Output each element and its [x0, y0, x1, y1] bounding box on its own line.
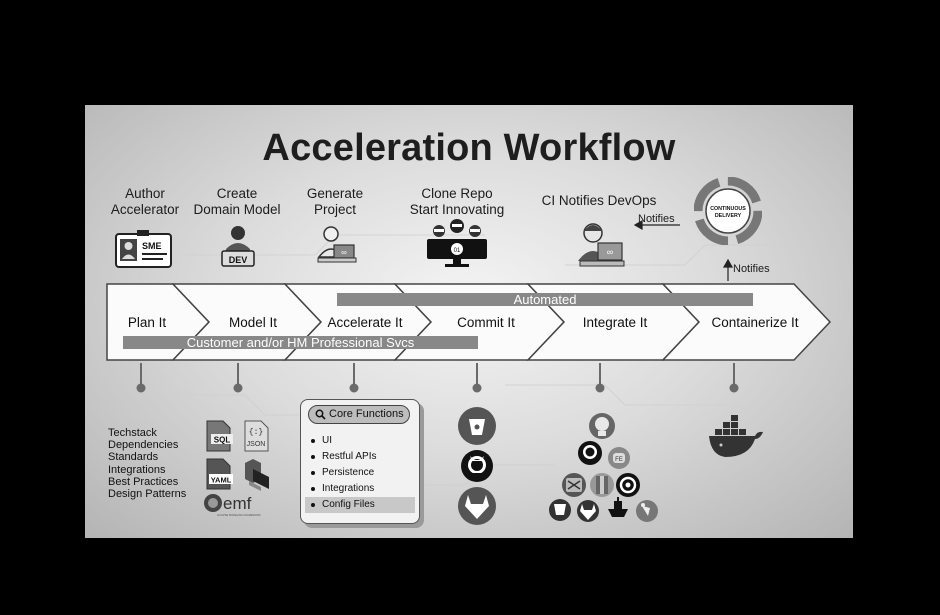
list-item: Best Practices — [108, 475, 179, 488]
core-functions-header: Core Functions — [308, 405, 410, 424]
github-icon — [461, 450, 493, 482]
step-label-ci: CI Notifies DevOps — [541, 193, 657, 208]
jenkins-x-icon: FE — [608, 447, 630, 469]
list-item: Integrations — [301, 481, 419, 497]
svg-text:FE: FE — [615, 457, 623, 463]
connector-dot — [729, 383, 739, 393]
svg-text:∞: ∞ — [607, 247, 613, 257]
svg-text:∞: ∞ — [341, 248, 347, 257]
ship-icon — [608, 497, 628, 517]
sme-badge-icon: SME — [115, 230, 172, 268]
core-functions-box: Core Functions UI Restful APIs Persisten… — [300, 399, 420, 524]
svg-text:CONTINUOUS: CONTINUOUS — [710, 206, 746, 212]
step-label-generate: Generate Project — [306, 186, 364, 217]
emf-logo-icon: emf ECLIPSE MODELING FRAMEWORK — [204, 494, 261, 517]
svg-text:{:}: {:} — [249, 428, 263, 437]
list-item: UI — [301, 433, 419, 449]
jenkins-icon — [589, 413, 615, 439]
gitlab-icon — [458, 487, 496, 525]
core-functions-list: UI Restful APIs Persistence Integrations… — [301, 433, 419, 513]
github-actions-icon — [578, 441, 602, 465]
list-item: Techstack — [108, 427, 157, 439]
developer-laptop-icon: ∞ — [317, 226, 357, 263]
chevron-label-containerize: Containerize It — [711, 315, 799, 330]
list-item: Persistence — [301, 465, 419, 481]
chevron-label-integrate: Integrate It — [582, 315, 648, 330]
model-format-icons: SQL {:} JSON YAML emf ECLIPSE MODELING F… — [204, 420, 269, 517]
svg-text:DELIVERY: DELIVERY — [715, 213, 742, 219]
docker-icon — [709, 415, 763, 457]
sql-file-icon: SQL — [206, 420, 233, 452]
svg-text:emf: emf — [223, 494, 252, 513]
connector-dot — [233, 383, 243, 393]
bitbucket-icon — [458, 407, 496, 445]
step-label-clone: Clone Repo Start Innovating — [409, 186, 505, 217]
connector-dot — [472, 383, 482, 393]
spinnaker-icon — [636, 500, 658, 522]
notifies-label-left: Notifies — [638, 213, 675, 225]
svg-text:JSON: JSON — [247, 441, 266, 448]
uml-icon — [245, 459, 269, 491]
list-item: Dependencies — [108, 439, 179, 452]
repo-icons — [458, 407, 496, 525]
devops-engineer-icon: ∞ — [578, 223, 625, 267]
search-icon — [315, 409, 326, 420]
automated-bar: Automated — [337, 293, 753, 306]
step-label-author: Author Accelerator — [110, 186, 180, 217]
list-item: Restful APIs — [301, 449, 419, 465]
core-functions-title: Core Functions — [329, 408, 404, 420]
gitlab-ci-icon — [577, 500, 599, 522]
connector-dot — [136, 383, 146, 393]
team-github-icon: 01 — [427, 219, 487, 267]
chevron-label-accelerate: Accelerate It — [327, 315, 403, 330]
chevron-label-plan: Plan It — [127, 315, 167, 330]
techstack-list: Techstack Dependencies Standards Integra… — [108, 427, 186, 500]
mixer-icon — [562, 473, 586, 497]
svg-text:ECLIPSE MODELING FRAMEWORK: ECLIPSE MODELING FRAMEWORK — [217, 513, 261, 517]
svg-text:SME: SME — [142, 241, 162, 251]
json-file-icon: {:} JSON — [244, 420, 269, 452]
ci-tool-icons: FE — [549, 413, 658, 522]
yaml-file-icon: YAML — [206, 458, 233, 490]
svg-text:01: 01 — [454, 248, 461, 254]
list-item: Integrations — [108, 463, 166, 476]
list-item: Design Patterns — [108, 488, 187, 501]
chevron-label-model: Model It — [228, 315, 278, 330]
connector-lines — [140, 363, 735, 386]
svg-text:YAML: YAML — [211, 476, 232, 485]
connector-dot — [595, 383, 605, 393]
svg-text:DEV: DEV — [229, 255, 248, 265]
chevron-label-commit: Commit It — [457, 315, 515, 330]
dev-person-icon: DEV — [221, 226, 255, 267]
notifies-label-up: Notifies — [733, 263, 770, 275]
circleci-icon — [616, 473, 640, 497]
svg-text:SQL: SQL — [214, 436, 231, 445]
step-label-create: Create Domain Model — [193, 186, 281, 217]
aws-codepipeline-icon — [590, 473, 614, 497]
list-item: Config Files — [305, 497, 415, 513]
bitbucket-pipelines-icon — [549, 499, 571, 521]
connector-dot — [349, 383, 359, 393]
page-title: Acceleration Workflow — [262, 127, 676, 169]
workflow-panel: Acceleration Workflow Author Accelerator… — [85, 105, 853, 538]
professional-services-bar: Customer and/or HM Professional Svcs — [123, 336, 478, 349]
list-item: Standards — [108, 451, 159, 464]
continuous-delivery-icon: CONTINUOUS DELIVERY — [694, 177, 762, 245]
